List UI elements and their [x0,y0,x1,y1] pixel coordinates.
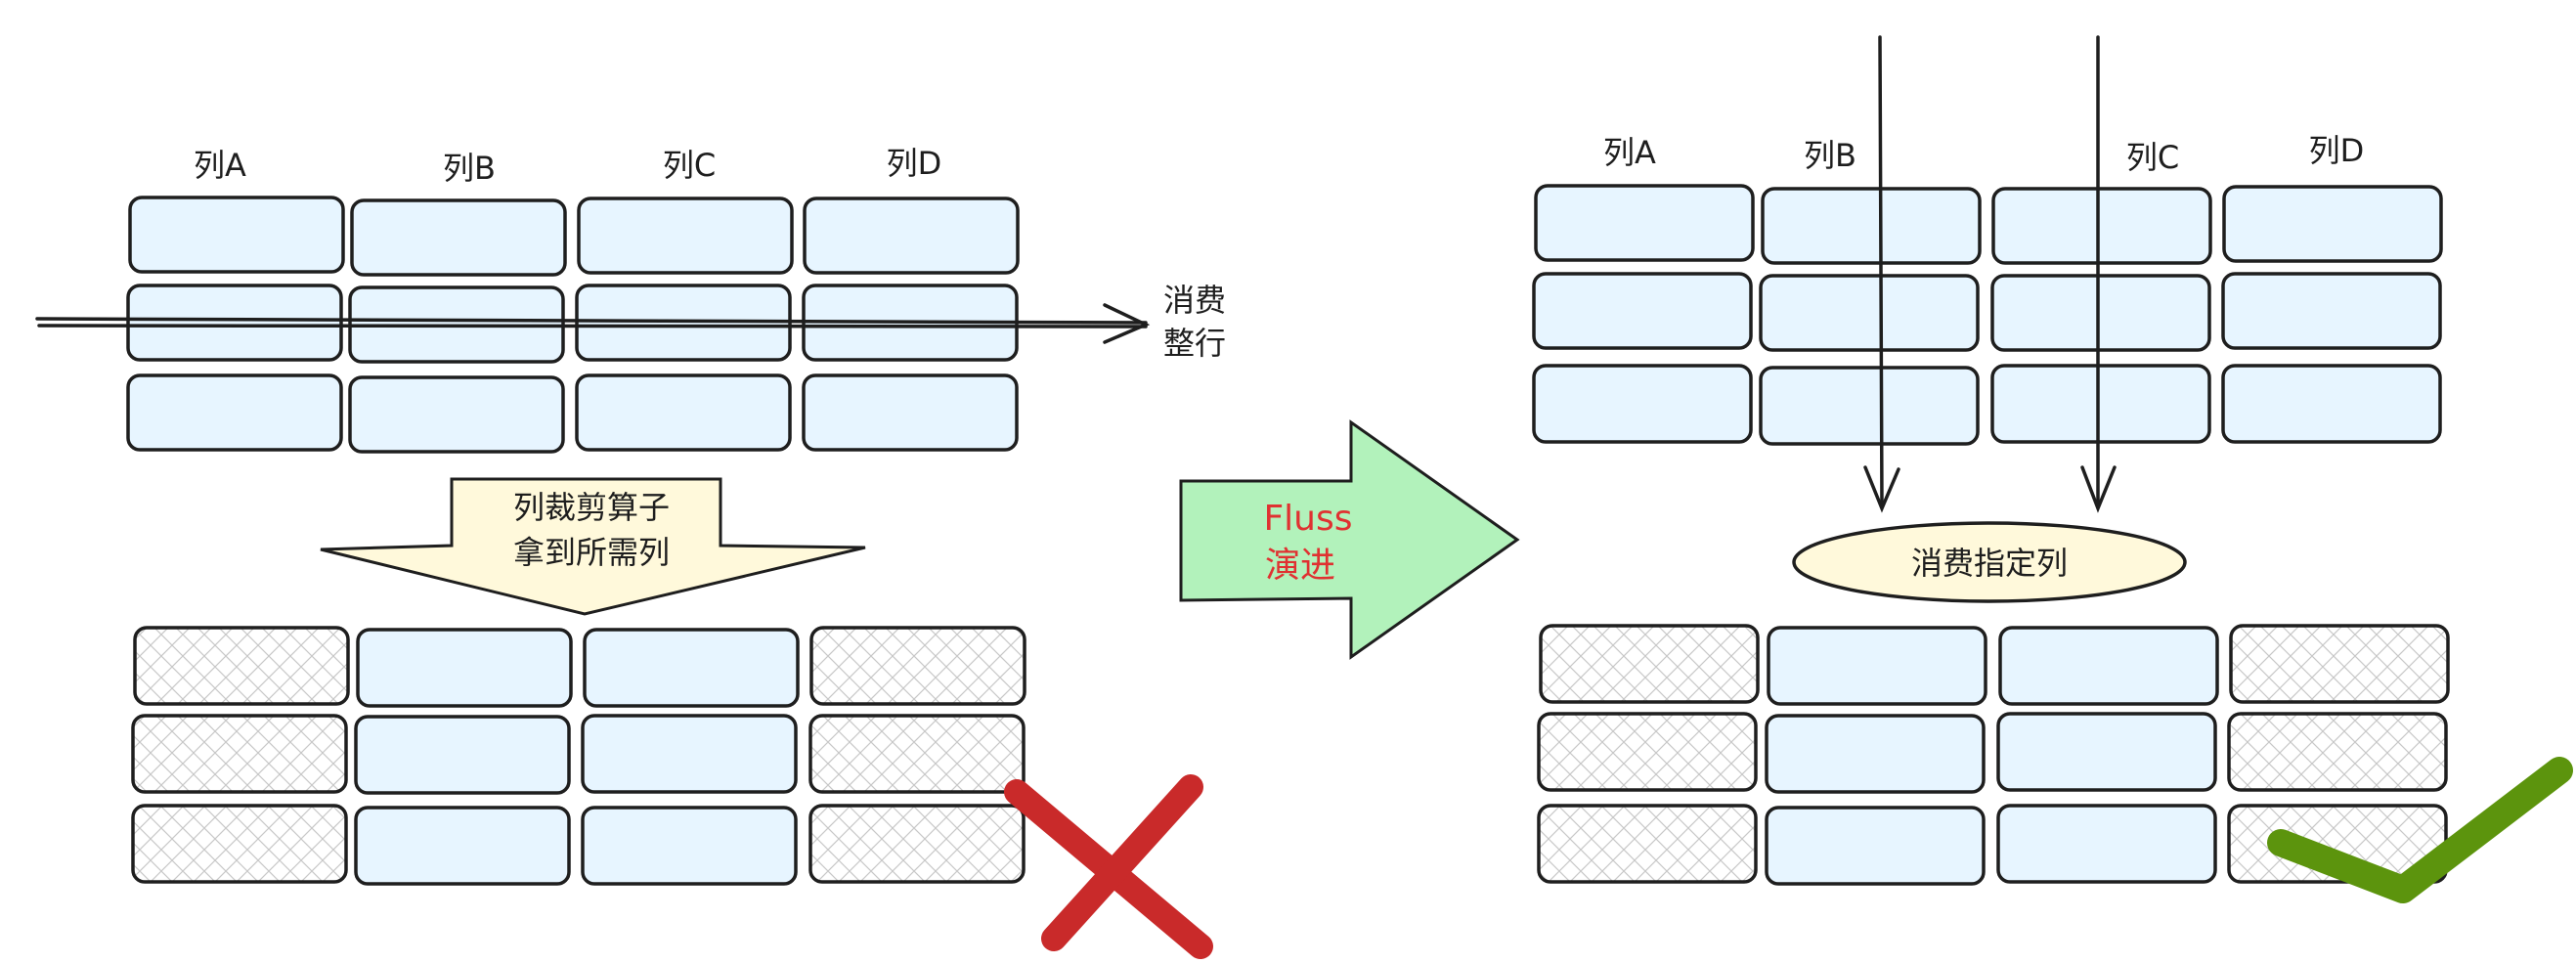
left-res-cell [581,806,798,886]
right-src-cell [2221,272,2442,350]
left-result-grid [131,626,1026,886]
right-src-cell [1759,366,1980,446]
left-panel: 列A 列B 列C 列D 消费 整行 [35,145,1226,959]
left-src-cell [577,197,794,275]
row-consume-arrow [35,303,1151,344]
consume-columns-ellipse [1792,521,2187,603]
fluss-label-line2: 演进 [1265,546,1335,586]
left-res-cell [356,628,573,708]
right-res-cell-pruned [1537,804,1758,884]
left-src-cell [126,373,343,452]
left-src-cell [128,196,345,274]
left-res-cell [583,628,800,708]
column-b-consume-arrow [1863,35,1900,513]
left-src-cell [802,373,1019,452]
left-res-cell-pruned [809,626,1026,706]
right-col-c-label: 列C [2126,139,2179,176]
right-res-cell [1996,712,2217,792]
left-src-cell [575,373,792,452]
left-res-cell-pruned [808,714,1026,794]
right-res-cell [1765,806,1986,886]
right-col-d-label: 列D [2309,132,2365,169]
left-col-b-label: 列B [443,150,496,187]
consume-columns-label: 消费指定列 [1911,545,2068,582]
left-res-cell [354,806,571,886]
row-consume-label-line1: 消费 [1163,282,1226,319]
right-src-cell [1990,274,2211,352]
right-res-cell [1767,626,1987,706]
left-src-cell [126,284,343,362]
right-src-cell [1532,364,1753,444]
left-res-cell-pruned [131,714,348,794]
right-src-cell [2221,364,2442,444]
left-res-cell-pruned [808,804,1026,884]
right-panel: 列A 列B 列C 列D 消费指定列 [1532,35,2573,903]
check-icon [2267,757,2573,903]
fluss-evolution-arrow [1179,419,1520,660]
right-res-cell-pruned [1537,712,1758,792]
column-c-consume-arrow [2080,35,2117,513]
right-src-cell [1532,272,1753,350]
prune-label-line1: 列裁剪算子 [513,489,670,526]
right-src-cell [1991,187,2212,265]
left-res-cell-pruned [131,804,348,884]
right-res-cell [1998,626,2219,706]
left-col-c-label: 列C [663,147,716,184]
right-src-cell [1759,274,1980,352]
left-src-cell [803,197,1020,275]
left-res-cell-pruned [133,626,350,706]
right-res-cell [1996,804,2217,884]
row-consume-label-line2: 整行 [1163,325,1226,362]
prune-label-line2: 拿到所需列 [513,534,670,571]
fluss-label-line1: Fluss [1263,499,1352,539]
cross-icon [1004,774,1213,959]
right-res-cell-pruned [1539,624,1760,704]
right-res-cell [1765,714,1986,794]
right-source-grid [1532,184,2443,446]
left-src-cell [350,198,567,277]
right-src-cell [1990,364,2211,444]
right-res-cell-pruned [2229,624,2450,704]
right-src-cell [1761,187,1982,265]
right-src-cell [2222,185,2443,263]
left-col-d-label: 列D [887,145,942,182]
left-res-cell [581,714,798,794]
left-col-a-label: 列A [194,147,246,184]
right-res-cell-pruned [2227,712,2448,792]
right-col-b-label: 列B [1804,137,1856,174]
right-col-a-label: 列A [1603,134,1656,171]
column-prune-arrow [320,477,866,616]
left-src-cell [348,375,565,454]
left-res-cell [354,715,571,795]
right-result-grid [1537,624,2450,886]
right-src-cell [1534,184,1755,262]
